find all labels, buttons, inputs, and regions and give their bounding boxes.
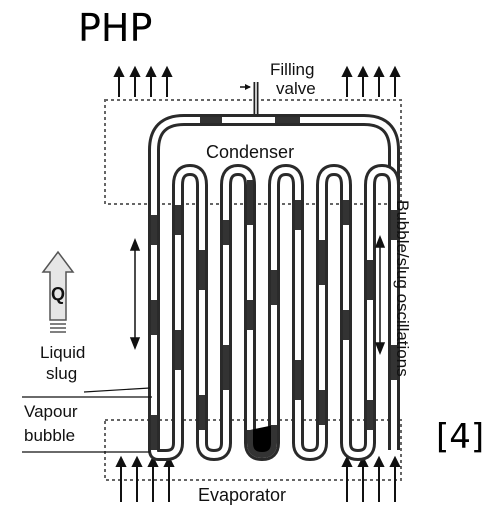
heat-arrow-icon [41, 250, 75, 333]
heat-label: Q [51, 284, 66, 304]
arrow-up-icon [147, 455, 159, 502]
oscillations-label: Bubble/slug oscillations [393, 200, 412, 377]
arrow-up-icon [113, 65, 125, 97]
arrow-up-icon [161, 65, 173, 97]
arrow-up-icon [373, 65, 385, 97]
right-oscillation-arrow [374, 234, 386, 356]
leader-lines [22, 387, 152, 453]
arrow-up-icon [389, 65, 401, 97]
filling-valve-label-line1: Filling [270, 60, 315, 79]
arrow-up-icon [163, 455, 175, 502]
arrow-up-icon [145, 65, 157, 97]
heat-out-arrows [113, 65, 401, 97]
serpentine-tube [148, 163, 400, 462]
evaporator-zone [104, 419, 402, 481]
filling-valve-label-line2: valve [276, 79, 316, 98]
arrow-up-icon [341, 65, 353, 97]
outer-tube [148, 114, 400, 450]
heat-in-arrows [115, 455, 401, 502]
arrow-up-icon [131, 455, 143, 502]
arrow-up-icon [357, 455, 369, 502]
arrow-up-icon [357, 65, 369, 97]
arrow-up-icon [115, 455, 127, 502]
vapour-bubble-label-line1: Vapour [24, 402, 78, 421]
arrow-up-icon [373, 455, 385, 502]
liquid-slug-label-line2: slug [46, 364, 78, 383]
arrow-up-icon [389, 455, 401, 502]
reference-label: [4] [436, 417, 485, 457]
condenser-label: Condenser [206, 142, 295, 162]
page-title: PHP [78, 6, 153, 50]
arrow-up-icon [129, 65, 141, 97]
vapour-bubble-label-line2: bubble [24, 426, 76, 445]
evaporator-label: Evaporator [198, 485, 287, 505]
liquid-slug-label-line1: Liquid [40, 343, 86, 362]
arrow-up-icon [341, 455, 353, 502]
liquid-slugs [151, 117, 397, 459]
filling-valve [240, 82, 259, 118]
left-oscillation-arrow [129, 237, 141, 351]
